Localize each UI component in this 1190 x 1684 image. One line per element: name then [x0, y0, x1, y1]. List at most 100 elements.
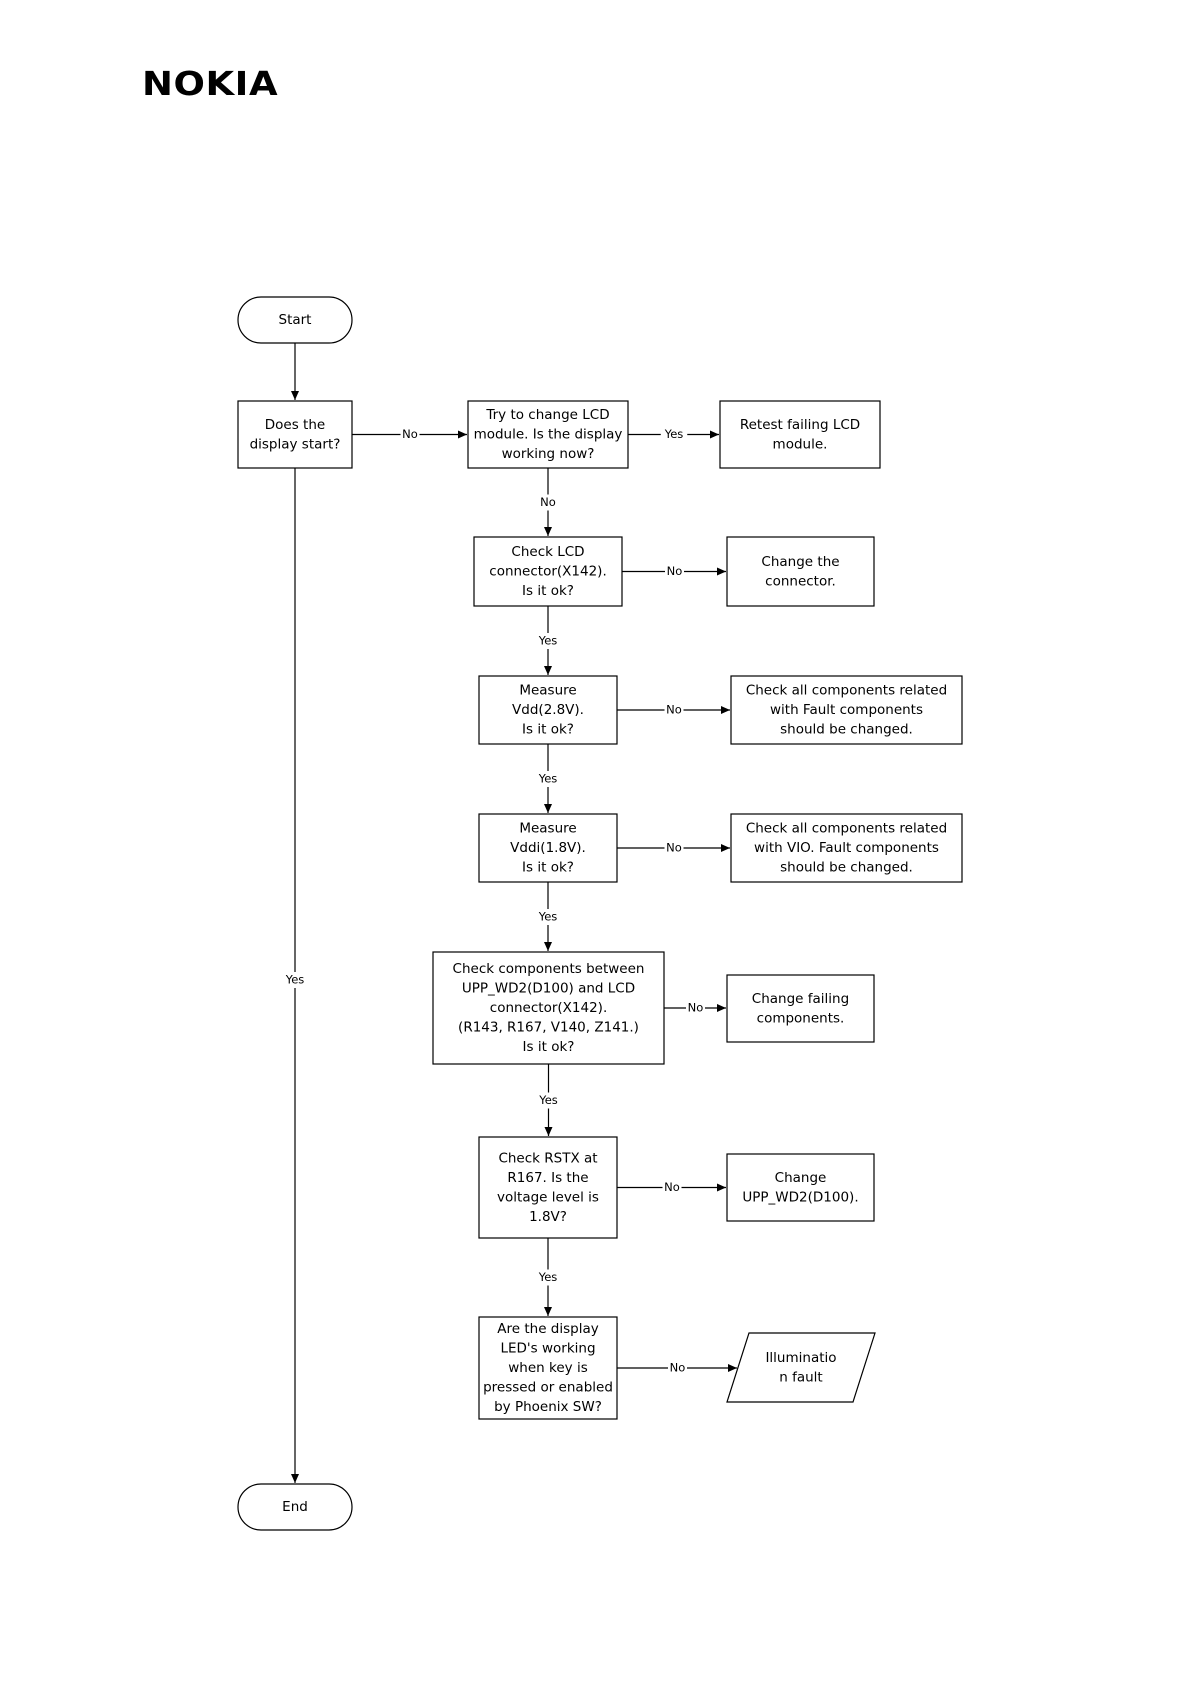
node-text-line: Measure — [519, 821, 576, 837]
node-text: End — [282, 1499, 308, 1515]
node-text-line: Start — [279, 312, 312, 328]
edge-label-bg — [534, 633, 562, 649]
flow-node-a6: Change failing components. — [726, 974, 875, 1043]
process-box-shape — [726, 536, 875, 607]
node-text-line: working now? — [502, 446, 595, 462]
node-text-line: Measure — [519, 683, 576, 699]
node-text-line: components. — [757, 1010, 845, 1026]
node-text-line: display start? — [250, 436, 341, 452]
node-text-line: Illuminatio — [765, 1350, 836, 1366]
edge-label-bg — [665, 563, 684, 580]
terminator-shape — [237, 296, 353, 344]
node-text-line: Change — [775, 1170, 827, 1186]
process-box-shape — [473, 536, 623, 607]
process-box-shape — [478, 675, 618, 745]
node-text-line: Check all components related — [746, 683, 947, 699]
node-text-line: (R143, R167, V140, Z141.) — [458, 1020, 639, 1036]
edge-label-q6_yes: Yes — [538, 1093, 558, 1107]
node-text-line: Is it ok? — [522, 860, 574, 876]
edge-label-bg — [668, 1360, 687, 1376]
flow-node-end: End — [237, 1483, 353, 1531]
process-box-shape — [726, 974, 875, 1043]
node-text-line: when key is — [508, 1360, 587, 1376]
node-text-line: Check RSTX at — [498, 1150, 597, 1166]
edge-label-bg — [660, 426, 688, 443]
node-text-line: Is it ok? — [522, 583, 574, 599]
edge-label-q1_yes: Yes — [285, 973, 305, 987]
edge-label-bg — [535, 1092, 562, 1109]
node-text-line: should be changed. — [780, 860, 913, 876]
edge-label-q7_no: No — [664, 1180, 680, 1194]
node-text: Check all components related with Fault c… — [746, 683, 947, 738]
node-text-line: pressed or enabled — [483, 1380, 613, 1396]
edge-label-bg — [686, 1000, 705, 1016]
node-text-line: Is it ok? — [523, 1039, 575, 1055]
node-text-line: Vdd(2.8V). — [512, 702, 584, 718]
edge-label-q5_no: No — [666, 841, 682, 855]
edge-label-q5_yes: Yes — [538, 910, 558, 924]
node-text-line: by Phoenix SW? — [494, 1399, 602, 1415]
edge-label-q3_no: No — [667, 564, 683, 578]
node-text-line: Does the — [265, 417, 325, 433]
flow-node-a3: Change the connector. — [726, 536, 875, 607]
node-text-line: module. Is the display — [474, 427, 623, 443]
nokia-logo: NOKIA — [142, 64, 279, 103]
node-text-line: Vddi(1.8V). — [510, 840, 586, 856]
node-text-line: Check components between — [453, 961, 645, 977]
edge-label-bg — [281, 972, 309, 988]
edge-label-bg — [664, 840, 684, 856]
terminator-shape — [237, 1483, 353, 1531]
node-text-line: End — [282, 1499, 308, 1515]
io-parallelogram-shape — [726, 1332, 876, 1403]
node-text-line: connector(X142). — [490, 1000, 607, 1016]
node-text-line: Try to change LCD — [485, 407, 609, 423]
node-text-line: UPP_WD2(D100) and LCD — [462, 981, 635, 997]
flow-node-q2: Try to change LCD module. Is the display w… — [467, 400, 629, 469]
node-text-line: Is it ok? — [522, 722, 574, 738]
edge-label-q4_yes: Yes — [538, 772, 558, 786]
node-text-line: Change the — [761, 554, 839, 570]
node-text-line: voltage level is — [497, 1189, 599, 1205]
edge-label-bg — [400, 426, 420, 443]
node-text-line: connector. — [765, 573, 836, 589]
node-text-line: with Fault components — [770, 702, 923, 718]
process-box-shape — [478, 1316, 618, 1420]
edge-label-bg — [664, 702, 684, 718]
edge-label-bg — [534, 909, 562, 925]
edge-label-q7_yes: Yes — [538, 1270, 558, 1284]
node-text-line: Change failing — [752, 991, 849, 1007]
node-text-line: with VIO. Fault components — [754, 840, 939, 856]
process-box-shape — [726, 1153, 875, 1222]
node-text-line: connector(X142). — [489, 564, 606, 580]
edge-label-q8_no: No — [670, 1361, 686, 1375]
node-text: Change the connector. — [761, 554, 839, 590]
node-text-line: module. — [773, 436, 828, 452]
flow-node-start: Start — [237, 296, 353, 344]
edge-label-bg — [662, 1179, 682, 1196]
node-text-line: Are the display — [497, 1321, 598, 1337]
process-box-shape — [237, 400, 353, 469]
edge-label-q2_no: No — [540, 495, 556, 509]
edge-label-q3_yes: Yes — [538, 634, 558, 648]
process-box-shape — [719, 400, 881, 469]
edge-label-q2_yes: Yes — [664, 427, 684, 441]
node-text-line: 1.8V? — [529, 1209, 567, 1225]
